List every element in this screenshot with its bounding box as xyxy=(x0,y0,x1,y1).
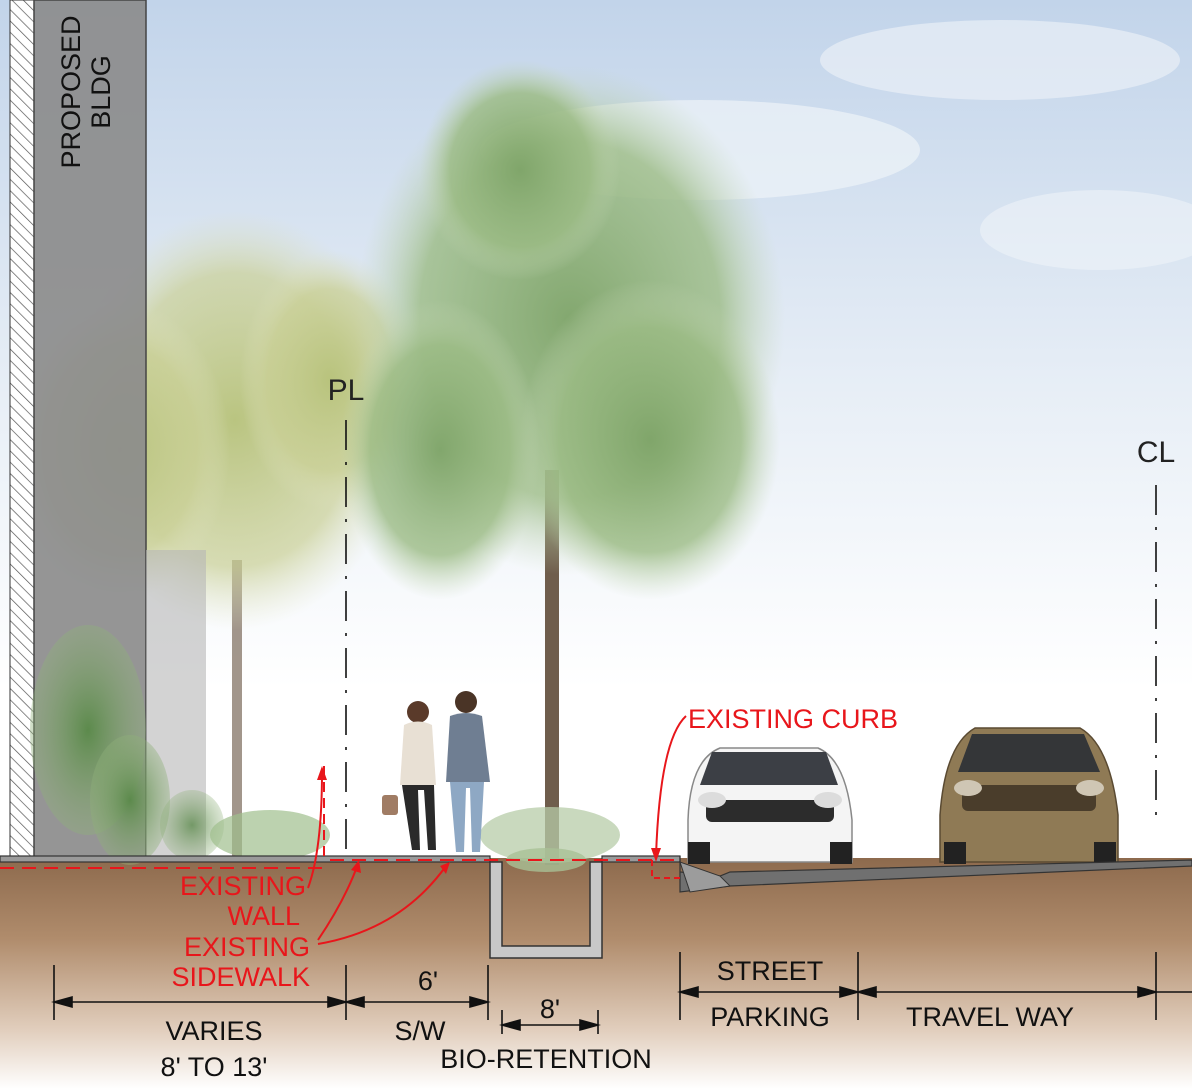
existing-wall-callout-line2: WALL xyxy=(227,901,300,931)
dimension-lines xyxy=(51,952,1192,1034)
sidewalk-dimension: 6' xyxy=(418,966,438,996)
bio-retention-planter xyxy=(489,848,603,959)
existing-conditions-overlay xyxy=(0,715,687,945)
existing-sidewalk-callout-line1: EXISTING xyxy=(184,932,310,962)
pedestrians xyxy=(382,691,490,852)
existing-curb-callout: EXISTING CURB xyxy=(688,704,898,734)
bio-retention-label: BIO-RETENTION xyxy=(440,1044,652,1074)
sidewalk-label: S/W xyxy=(395,1016,447,1046)
existing-sidewalk-callout-line2: SIDEWALK xyxy=(171,962,310,992)
centerline-symbol: CL xyxy=(1137,436,1175,469)
parked-car-icon xyxy=(687,747,853,864)
building-label-line2: BLDG xyxy=(86,55,116,129)
shrubs xyxy=(30,625,620,865)
cloud xyxy=(820,20,1180,100)
varies-range-label: 8' TO 13' xyxy=(161,1052,268,1082)
property-line-symbol: PL xyxy=(328,374,365,407)
property-line: PL xyxy=(328,374,365,860)
street-parking-label-line1: STREET xyxy=(717,956,824,986)
travel-car-icon xyxy=(939,727,1119,864)
leader-arrowheads xyxy=(317,766,661,874)
travel-way-label: TRAVEL WAY xyxy=(906,1002,1074,1032)
street-tree xyxy=(340,60,785,865)
varies-label: VARIES xyxy=(165,1016,262,1046)
building-label-line1: PROPOSED xyxy=(56,15,86,168)
cloud xyxy=(980,190,1192,270)
bio-retention-dimension: 8' xyxy=(540,994,560,1024)
building-label: PROPOSED BLDG xyxy=(56,15,116,168)
street-parking-label-line2: PARKING xyxy=(710,1002,830,1032)
centerline: CL xyxy=(1137,436,1175,815)
existing-wall-callout-line1: EXISTING xyxy=(180,871,306,901)
